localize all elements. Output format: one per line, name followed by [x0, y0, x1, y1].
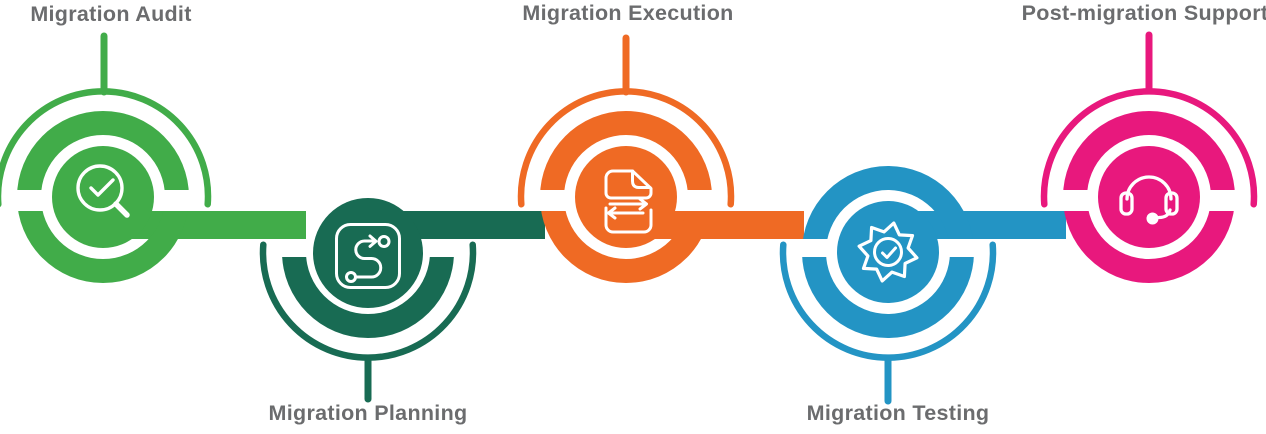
stage-node-post-migration-support — [1040, 31, 1258, 283]
magnifier-check-icon — [76, 164, 130, 218]
ring-gap — [674, 190, 718, 211]
stage-node-migration-audit — [0, 32, 212, 283]
node-inner-circle — [52, 146, 154, 248]
ring-gap — [151, 190, 195, 211]
node-inner-circle — [837, 201, 939, 303]
outer-arc — [0, 88, 212, 208]
node-inner-circle — [313, 198, 423, 308]
stage-label-migration-testing: Migration Testing — [806, 401, 990, 425]
outer-arc — [1040, 88, 1258, 208]
ring-gap — [534, 190, 578, 211]
outer-arc — [259, 241, 477, 361]
gear-check-icon — [857, 221, 919, 283]
stage-label-migration-audit: Migration Audit — [30, 2, 192, 26]
route-plan-icon — [335, 223, 401, 289]
headset-icon — [1119, 175, 1179, 225]
stage-node-migration-testing — [779, 166, 997, 405]
stage-node-migration-execution — [517, 34, 735, 283]
ring-gap — [1197, 190, 1241, 211]
document-transfer-icon — [604, 169, 653, 234]
stage-label-migration-planning: Migration Planning — [268, 401, 468, 425]
node-ring — [282, 257, 454, 338]
ring-gap — [1057, 190, 1101, 211]
ring-gap — [796, 239, 840, 257]
ring-gap — [936, 239, 980, 257]
stage-node-migration-planning — [259, 198, 477, 403]
outer-arc — [517, 88, 735, 208]
ring-gap — [11, 190, 55, 211]
node-inner-circle — [1098, 146, 1200, 248]
stage-label-post-migration-support: Post-migration Support — [1021, 1, 1266, 25]
outer-arc — [779, 241, 997, 361]
stage-label-migration-execution: Migration Execution — [522, 1, 734, 25]
